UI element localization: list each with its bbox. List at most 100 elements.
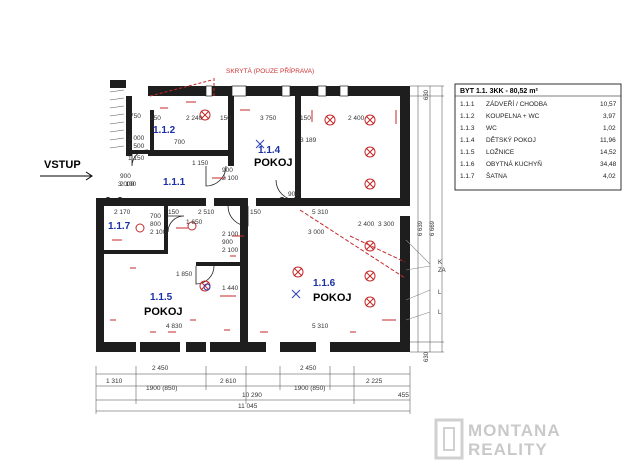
dim-mid-2: 150 [168, 209, 179, 216]
hidden-note: SKRYTÁ (POUZE PŘÍPRAVA) [226, 66, 314, 75]
legend-row-id: 1.1.5 [460, 149, 475, 156]
legend-row-name: DĚTSKÝ POKOJ [486, 135, 536, 144]
dim-misc-5: 900 [120, 173, 131, 180]
brand-line-2: REALITY [468, 440, 548, 459]
dim-misc-13: 2 100 [150, 229, 167, 236]
brand-logo: MONTANA REALITY [434, 418, 561, 460]
stair-hatch [109, 89, 125, 149]
blue-marks [203, 139, 301, 299]
brand-line-1: MONTANA [468, 421, 561, 440]
right-label-l2: L [438, 310, 442, 316]
dim-mid-5: 5 310 [312, 209, 329, 216]
dim-misc-11: 2 100 [222, 231, 239, 238]
dim-top-6: 2 400 [348, 115, 365, 122]
dim-misc-20: 700 [174, 139, 185, 146]
dim-right-2: 6 639 [418, 220, 424, 236]
dim-room-5: 4 830 [166, 323, 183, 330]
legend-row-area: 34,48 [600, 161, 617, 168]
legend-row-name: LOŽNICE [486, 147, 515, 156]
dim-misc-25: 3 000 [308, 229, 325, 236]
right-dimensions: 630 6 639 6 669 630 K ZA L L [418, 89, 446, 362]
dim-bottom-5: 2 225 [366, 378, 383, 385]
dim-misc-7: 3 189 [300, 137, 317, 144]
dim-top-3: 150 [220, 115, 231, 122]
room-1-1-4-name: POKOJ [254, 157, 293, 169]
legend-row-id: 1.1.7 [460, 173, 475, 180]
entry-label: VSTUP [44, 159, 81, 171]
legend-row-area: 11,96 [600, 137, 616, 144]
dim-misc-3: 900 [222, 167, 233, 174]
legend-row-name: ZÁDVEŘÍ / CHODBA [486, 99, 548, 108]
walls [96, 80, 410, 352]
room-1-1-2-id: 1.1.2 [153, 125, 176, 136]
dim-right-1: 630 [424, 89, 430, 100]
dim-mid-4: 150 [250, 209, 261, 216]
legend-row-id: 1.1.2 [460, 113, 475, 120]
dim-top-4: 3 750 [260, 115, 277, 122]
dim-bottom-total-3: 11 045 [238, 403, 258, 410]
dim-mid-1: 2 170 [114, 209, 131, 216]
room-1-1-5-id: 1.1.5 [150, 292, 173, 303]
entry-arrow-icon [40, 171, 93, 181]
room-1-1-5-name: POKOJ [144, 306, 183, 318]
legend-row-area: 3,97 [603, 113, 616, 120]
dim-misc-1: 1 150 [192, 160, 209, 167]
dim-misc-22: 1 500 [128, 143, 145, 150]
dim-bottom-door-1: 1900 (850) [146, 385, 177, 392]
dim-mid-3: 2 510 [198, 209, 215, 216]
room-1-1-4-id: 1.1.4 [258, 145, 281, 156]
dim-misc-15: 2 400 [358, 221, 375, 228]
right-label-l1: L [438, 290, 442, 296]
dim-misc-9: 1 650 [186, 219, 203, 226]
room-1-1-6-id: 1.1.6 [313, 278, 336, 289]
legend-row-area: 4,02 [603, 173, 616, 180]
legend-row-id: 1.1.6 [460, 161, 475, 168]
dim-misc-19: 750 [130, 113, 141, 120]
dim-top-2: 2 240 [186, 115, 203, 122]
legend-row-name: ŠATNA [486, 171, 508, 180]
room-1-1-7-id: 1.1.7 [108, 221, 131, 232]
dim-bottom-door-2: 1900 (850) [294, 385, 325, 392]
legend-table: BYT 1.1. 3KK - 80,52 m² 1.1.1 ZÁDVEŘÍ / … [454, 83, 622, 191]
dim-misc-17: 900 [222, 239, 233, 246]
sockets [105, 197, 299, 203]
dim-misc-16: 3 300 [378, 221, 395, 228]
dim-right-4: 630 [424, 351, 430, 362]
dim-misc-18: 2 100 [222, 247, 239, 254]
dimensions: 150 2 240 150 3 750 150 2 400 2 170 150 … [106, 113, 409, 410]
dim-bottom-1: 1 310 [106, 378, 123, 385]
dim-bottom-2: 2 450 [152, 365, 169, 372]
dim-right-3: 6 669 [430, 220, 436, 236]
legend-row-name: KOUPELNA + WC [486, 113, 540, 120]
dim-bottom-total-2: 455 [398, 392, 409, 399]
room-1-1-6-name: POKOJ [313, 292, 352, 304]
dim-misc-8: 900 [288, 191, 299, 198]
legend-row-id: 1.1.1 [460, 101, 475, 108]
dim-misc-10: 700 [150, 213, 161, 220]
legend-rows: 1.1.1 ZÁDVEŘÍ / CHODBA 10,57 1.1.2 KOUPE… [460, 99, 617, 180]
right-label-k: K [438, 260, 442, 266]
legend-row-name: WC [486, 125, 497, 132]
dim-misc-6: 2 100 [120, 181, 137, 188]
dim-bottom-total-1: 10 290 [242, 392, 262, 399]
dim-misc-21: 1 000 [128, 135, 145, 142]
dim-misc-14: 1 440 [222, 285, 239, 292]
legend-row-id: 1.1.3 [460, 125, 475, 132]
legend-row-name: OBYTNÁ KUCHYŇ [486, 159, 542, 168]
legend-row-area: 10,57 [600, 101, 617, 108]
dim-misc-4: 2 100 [222, 175, 239, 182]
dim-misc-24: 3 000 [118, 181, 135, 188]
room-1-1-1-id: 1.1.1 [163, 177, 186, 188]
dim-misc-2: 1 150 [128, 155, 145, 162]
legend-row-area: 14,52 [600, 149, 617, 156]
dim-room-6: 5 310 [312, 323, 329, 330]
dim-bottom-3: 2 610 [220, 378, 237, 385]
dim-top-1: 150 [150, 115, 161, 122]
dim-misc-12: 800 [150, 221, 161, 228]
dim-top-5: 150 [300, 115, 311, 122]
dim-misc-23: 1 850 [176, 271, 193, 278]
legend-row-id: 1.1.4 [460, 137, 475, 144]
dimension-lines [95, 85, 444, 414]
dim-bottom-4: 2 450 [300, 365, 317, 372]
